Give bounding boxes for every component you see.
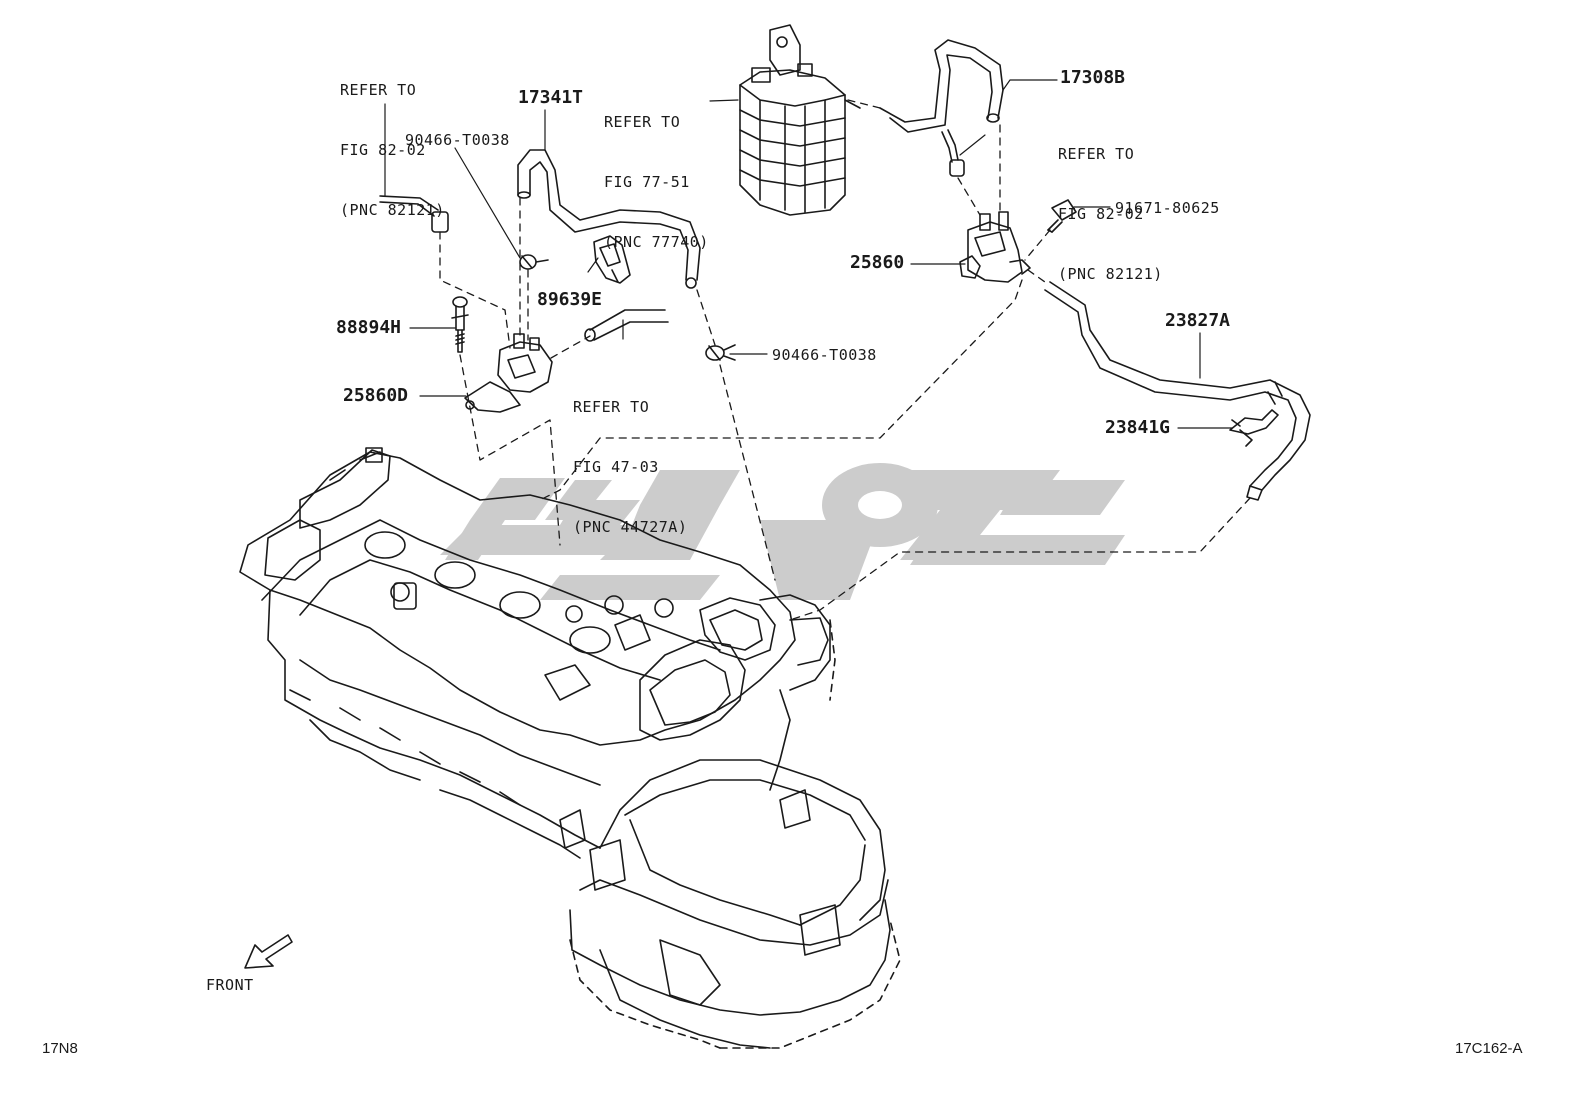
part-label-88894H: 88894H [336, 317, 402, 338]
watermark-logo-hole [858, 491, 902, 519]
ref-line: (PNC 44727A) [573, 518, 688, 536]
ref-line: FIG 47-03 [573, 458, 659, 476]
ref-line: FIG 82-02 [1058, 205, 1144, 223]
bolt-88894H [451, 296, 469, 353]
ref-fig-82-02-right: REFER TO FIG 82-02 (PNC 82121) [1058, 104, 1163, 304]
ref-line: (PNC 82121) [340, 201, 445, 219]
part-label-90466-upper: 90466-T0038 [405, 131, 510, 149]
engine-assembly [239, 447, 891, 1049]
bolt-91671 [1047, 199, 1077, 233]
engine-dashed-contour [569, 619, 901, 1049]
hose-ref-47-03 [584, 309, 669, 342]
front-arrow-icon [244, 934, 293, 969]
figure-code-left: 17N8 [42, 1040, 78, 1057]
leader-lines [384, 79, 1233, 429]
hose-17341T [517, 149, 701, 289]
ref-line: REFER TO [604, 113, 681, 131]
part-label-17341T: 17341T [518, 87, 584, 108]
figure-code-right: 17C162-A [1455, 1040, 1523, 1057]
charcoal-canister [739, 24, 861, 216]
front-label: FRONT [206, 976, 254, 994]
part-label-91671: 91671-80625 [1115, 199, 1220, 217]
assembly-dashed-lines [439, 99, 1251, 621]
ref-line: (PNC 82121) [1058, 265, 1163, 283]
connector-right-82121 [941, 129, 965, 177]
ref-line: REFER TO [340, 81, 417, 99]
clip-90466-upper [519, 254, 549, 270]
part-label-23827A: 23827A [1165, 310, 1231, 331]
part-label-25860: 25860 [850, 252, 905, 273]
clip-90466-lower [705, 344, 736, 361]
ref-line: REFER TO [573, 398, 650, 416]
clip-23841G [1229, 409, 1279, 447]
hose-17308B [879, 39, 1004, 133]
ref-fig-82-02-left: REFER TO FIG 82-02 (PNC 82121) [340, 40, 445, 240]
ref-line: REFER TO [1058, 145, 1135, 163]
ref-line: (PNC 77740) [604, 233, 709, 251]
part-label-17308B: 17308B [1060, 67, 1126, 88]
ref-fig-77-51: REFER TO FIG 77-51 (PNC 77740) [604, 72, 709, 272]
sensor-89639E [593, 235, 631, 284]
part-label-23841G: 23841G [1105, 417, 1171, 438]
part-label-89639E: 89639E [537, 289, 603, 310]
part-label-25860D: 25860D [343, 385, 409, 406]
vsv-25860 [959, 211, 1031, 283]
ref-line: FIG 82-02 [340, 141, 426, 159]
ref-fig-47-03: REFER TO FIG 47-03 (PNC 44727A) [573, 357, 687, 557]
ref-line: FIG 77-51 [604, 173, 690, 191]
hose-23827A [1044, 281, 1311, 501]
part-label-90466-lower: 90466-T0038 [772, 346, 877, 364]
vsv-25860D [464, 333, 553, 413]
watermark-logo [440, 463, 1125, 600]
